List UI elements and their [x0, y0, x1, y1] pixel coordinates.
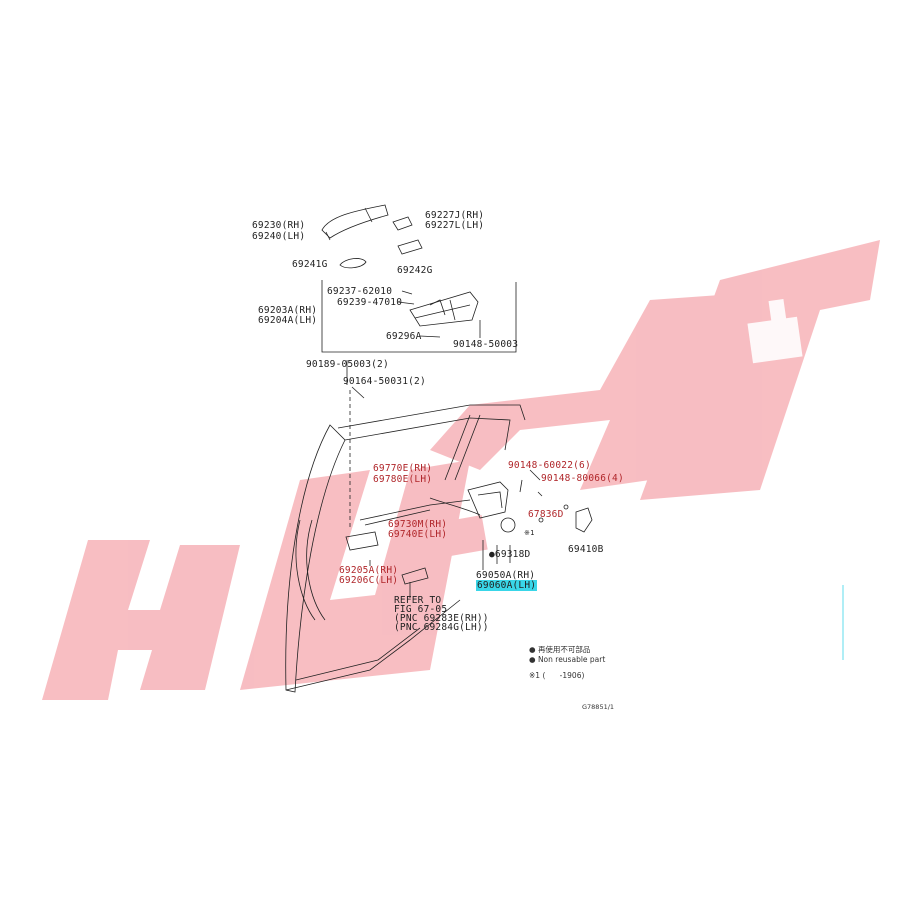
refer-line-3: (PNC 69283E(RH)) — [394, 613, 489, 624]
legend-en: ● Non reusable part — [529, 655, 606, 664]
legend-dot-icon: ● — [529, 645, 538, 654]
label-90148-50003: 90148-50003 — [453, 339, 519, 350]
label-69740E: 69740E(LH) — [388, 529, 448, 540]
legend-dot-icon: ● — [529, 655, 538, 664]
bracket-left — [321, 280, 517, 353]
label-69227J: 69227J(RH) — [425, 210, 485, 221]
label-90189: 90189-05003(2) — [306, 359, 389, 370]
label-69242G: 69242G — [397, 265, 433, 276]
label-69240: 69240(LH) — [252, 231, 306, 242]
watermark-dot — [422, 515, 488, 560]
label-69730M: 69730M(RH) — [388, 519, 448, 530]
label-69239: 69239-47010 — [337, 297, 403, 308]
striker-drawing — [575, 507, 593, 533]
watermark-shape-left — [42, 540, 240, 700]
refer-line-4: (PNC 69284G(LH)) — [394, 622, 489, 633]
label-69227L: 69227L(LH) — [425, 220, 485, 231]
refer-line-2: FIG 67-05 — [394, 604, 448, 615]
watermark-shape-right — [640, 240, 880, 500]
cable-drawing — [359, 499, 471, 521]
label-69230: 69230(RH) — [252, 220, 306, 231]
label-90148-60022: 90148-60022(6) — [508, 460, 591, 471]
label-69206C: 69206C(LH) — [339, 575, 399, 586]
label-69204A: 69204A(LH) — [258, 315, 318, 326]
label-69770E: 69770E(RH) — [373, 463, 433, 474]
label-69296A: 69296A — [386, 331, 422, 342]
legend-jp: ● 再使用不可部品 — [529, 645, 591, 654]
handle-frame-drawing — [409, 291, 479, 327]
label-69318D: ●69318D — [489, 549, 531, 560]
label-69050A: 69050A(RH) — [476, 570, 536, 581]
asterisk-marker: ※1 — [524, 529, 535, 537]
label-69205A: 69205A(RH) — [339, 565, 399, 576]
pad-69241G-drawing — [339, 258, 367, 269]
door-lock-drawing — [467, 481, 516, 533]
inside-handle-drawing — [345, 531, 379, 551]
legend-note: ※1 ( -1906) — [529, 671, 585, 680]
refer-line-1: REFER TO — [394, 595, 442, 606]
non-reusable-dot-icon: ● — [489, 549, 495, 560]
handle-cap-drawing — [392, 216, 423, 255]
highlighted-part-69060A[interactable]: 69060A(LH) — [476, 580, 538, 591]
label-69780E: 69780E(LH) — [373, 474, 433, 485]
watermark-shape-mid2 — [430, 295, 720, 490]
label-69410B: 69410B — [568, 544, 604, 555]
diagram-code: G78851/1 — [582, 703, 615, 711]
label-90164: 90164-50031(2) — [343, 376, 426, 387]
outside-handle-drawing — [321, 204, 389, 241]
label-69203A: 69203A(RH) — [258, 305, 318, 316]
label-69241G: 69241G — [292, 259, 328, 270]
watermark-shape-mid1 — [240, 460, 470, 690]
door-outline-drawing — [285, 404, 526, 693]
label-69237: 69237-62010 — [327, 286, 393, 297]
label-67836D: 67836D — [528, 509, 564, 520]
cover-drawing — [401, 567, 429, 585]
label-69060A[interactable]: 69060A(LH) — [476, 580, 538, 592]
label-90148-80066: 90148-80066(4) — [541, 473, 624, 484]
